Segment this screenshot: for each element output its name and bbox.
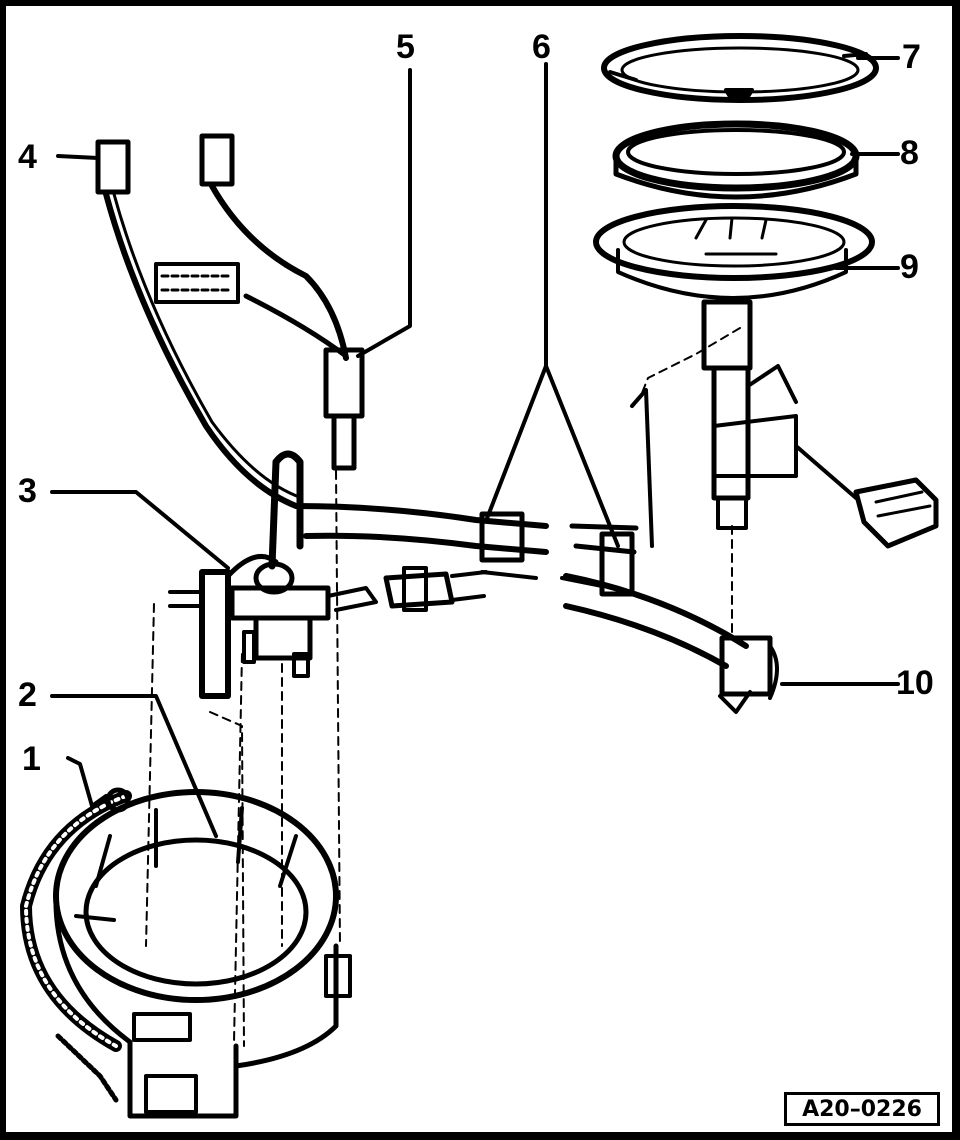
callout-1: 1 xyxy=(22,740,41,778)
fuel-pump-assembly xyxy=(168,450,488,699)
callout-7: 7 xyxy=(902,38,921,76)
retaining-ring xyxy=(601,33,879,103)
reservoir-housing xyxy=(20,787,352,1119)
callout-9: 9 xyxy=(900,248,919,286)
callout-5: 5 xyxy=(396,28,415,66)
wiring-harness xyxy=(95,133,365,509)
seal-ring xyxy=(612,120,860,200)
leader-lines xyxy=(50,56,900,838)
hose-clamps xyxy=(293,503,635,597)
callout-4: 4 xyxy=(18,138,37,176)
exploded-view-drawing xyxy=(20,33,939,1119)
flange xyxy=(593,203,939,549)
drawing-code: A20–0226 xyxy=(784,1092,940,1126)
callout-3: 3 xyxy=(18,472,37,510)
callout-10: 10 xyxy=(896,664,934,702)
callout-6: 6 xyxy=(532,28,551,66)
alignment-lines xyxy=(145,327,741,1047)
callout-2: 2 xyxy=(18,676,37,714)
callout-8: 8 xyxy=(900,134,919,172)
return-line xyxy=(563,388,779,714)
diagram-frame: 1 2 3 4 5 6 7 8 9 10 A20–0226 xyxy=(6,6,952,1132)
